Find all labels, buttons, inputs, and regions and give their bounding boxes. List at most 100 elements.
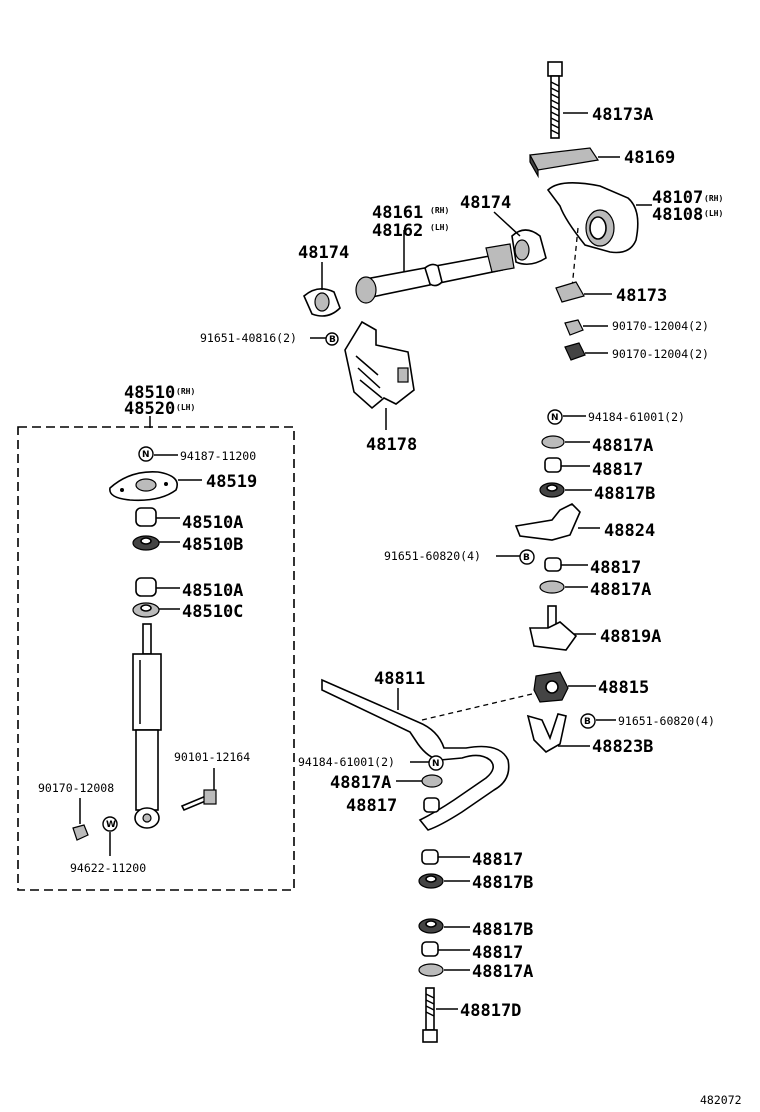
plate-48519-drawing: [109, 471, 202, 502]
label-48817B-b2: 48817B: [472, 920, 533, 940]
label-48817-low: 48817: [346, 796, 397, 816]
retainer-48169-drawing: [529, 147, 620, 179]
stabilizer-bar-48811-drawing: [321, 678, 533, 831]
label-48817-b1: 48817: [472, 850, 523, 870]
label-48162: 48162: [372, 221, 423, 241]
b-symbol-icon-2: [519, 549, 535, 565]
w-symbol-text: W: [106, 820, 116, 830]
label-48811: 48811: [374, 669, 425, 689]
n-symbol-icon: [547, 409, 563, 425]
b-symbol-text-3: B: [584, 717, 591, 727]
label-48817-mid: 48817: [590, 558, 641, 578]
label-94622-11200: 94622-11200: [70, 861, 146, 875]
label-48823B: 48823B: [592, 737, 653, 757]
label-48173A: 48173A: [592, 105, 653, 125]
bolt-48173A-drawing: [547, 61, 588, 139]
label-94184-61001-low: 94184-61001(2): [298, 755, 395, 769]
nut-90170-12008-drawing: [72, 824, 89, 841]
n-symbol-text-3: N: [142, 450, 150, 460]
n-symbol-icon-3: [138, 446, 154, 462]
cushion-48510A-b-drawing: [135, 577, 180, 597]
label-48174-left: 48174: [298, 243, 349, 263]
label-48162-side: (LH): [430, 223, 449, 232]
assembly-group-frame: [17, 426, 295, 891]
label-48817A-top: 48817A: [592, 436, 653, 456]
label-48178: 48178: [366, 435, 417, 455]
label-48815: 48815: [598, 678, 649, 698]
label-48817A-b2: 48817A: [472, 962, 533, 982]
cushion-48817-mid-drawing: [544, 557, 588, 572]
bracket-48824-drawing: [514, 503, 600, 541]
n-symbol-icon-2: [428, 755, 444, 771]
label-48817B-top: 48817B: [594, 484, 655, 504]
label-48510A-a: 48510A: [182, 513, 243, 533]
axis-line-arm: [571, 227, 579, 289]
label-90170-12004-a: 90170-12004(2): [612, 319, 709, 333]
label-48169: 48169: [624, 148, 675, 168]
arm-48107-drawing: [546, 182, 652, 254]
label-48161-side: (RH): [430, 206, 449, 215]
label-48107: 48107: [652, 188, 703, 208]
label-48510A-b: 48510A: [182, 581, 243, 601]
block-48173-drawing: [555, 281, 612, 303]
label-48108: 48108: [652, 205, 703, 225]
torsion-bar-drawing: [355, 230, 515, 304]
b-symbol-text-2: B: [523, 553, 530, 563]
b-symbol-text: B: [329, 335, 336, 345]
washer-48817A-mid-drawing: [539, 580, 588, 594]
bracket-48819A-drawing: [529, 605, 596, 651]
w-symbol-icon: [102, 816, 118, 832]
shock-absorber-drawing: [132, 623, 162, 829]
cap-48174-upper-drawing: [493, 211, 547, 266]
label-48161: 48161: [372, 203, 423, 223]
label-48520: 48520: [124, 399, 175, 419]
bracket-48178-drawing: [344, 320, 415, 430]
nut-90170-12004-b-drawing: [564, 342, 608, 361]
retainer-48510B-drawing: [132, 535, 180, 551]
label-94187-11200: 94187-11200: [180, 449, 256, 463]
label-48107-side: (RH): [704, 194, 723, 203]
label-90101-12164: 90101-12164: [174, 750, 250, 764]
cushion-48817-b1-drawing: [421, 849, 470, 865]
n-symbol-text: N: [551, 413, 559, 423]
cushion-48817-low-drawing: [423, 797, 440, 813]
label-90170-12004-b: 90170-12004(2): [612, 347, 709, 361]
label-91651-60820-left: 91651-60820(4): [384, 549, 481, 563]
label-48510-side: (RH): [176, 387, 195, 396]
label-48817-b2: 48817: [472, 943, 523, 963]
label-48824: 48824: [604, 521, 655, 541]
washer-48817A-b2-drawing: [418, 963, 470, 977]
cushion-48817-b2-drawing: [421, 941, 470, 957]
label-91651-40816: 91651-40816(2): [200, 331, 297, 345]
bracket-48823B-drawing: [526, 713, 590, 753]
n-symbol-text-2: N: [432, 759, 440, 769]
retainer-48510C-drawing: [132, 602, 180, 618]
label-48519: 48519: [206, 472, 257, 492]
cap-48174-left-drawing: [303, 262, 341, 317]
bolt-90101-12164-drawing: [180, 768, 217, 812]
washer-48817A-low-drawing: [421, 774, 443, 788]
label-48819A: 48819A: [600, 627, 661, 647]
label-48817A-low: 48817A: [330, 773, 391, 793]
label-91651-60820-right: 91651-60820(4): [618, 714, 715, 728]
label-48817-top: 48817: [592, 460, 643, 480]
washer-48817B-top-drawing: [539, 482, 592, 498]
label-48510C: 48510C: [182, 602, 243, 622]
label-48173: 48173: [616, 286, 667, 306]
label-48817A-mid: 48817A: [590, 580, 651, 600]
washer-48817A-top-drawing: [541, 435, 590, 449]
bolt-48817D-drawing: [422, 987, 458, 1043]
b-symbol-icon: [325, 332, 339, 346]
washer-48817B-b1-drawing: [418, 873, 470, 889]
label-48108-side: (LH): [704, 209, 723, 218]
label-48510B: 48510B: [182, 535, 243, 555]
label-48520-side: (LH): [176, 403, 195, 412]
label-94184-61001-top: 94184-61001(2): [588, 410, 685, 424]
label-48817D: 48817D: [460, 1001, 521, 1021]
cushion-48510A-a-drawing: [135, 507, 180, 527]
label-48817B-b1: 48817B: [472, 873, 533, 893]
label-48174-upper: 48174: [460, 193, 511, 213]
label-90170-12008: 90170-12008: [38, 781, 114, 795]
b-symbol-icon-3: [580, 713, 596, 729]
